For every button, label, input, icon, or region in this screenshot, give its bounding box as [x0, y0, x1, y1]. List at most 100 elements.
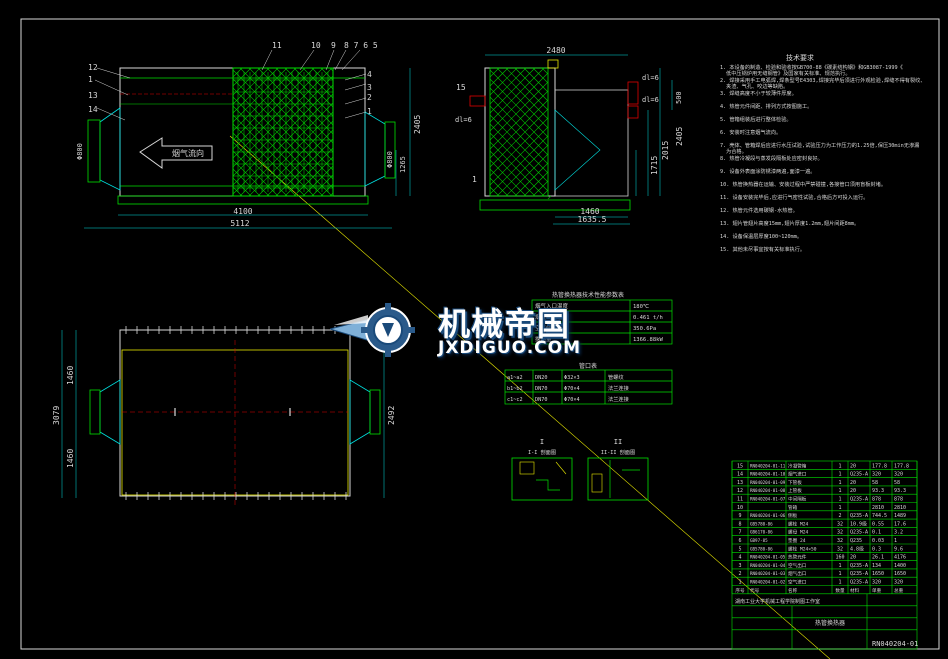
- drawing-text: 5112: [230, 219, 249, 228]
- drawing-line: [302, 165, 334, 197]
- bom-cell: 1: [838, 580, 841, 586]
- bom-cell: 2810: [894, 505, 906, 511]
- drawing-text: 1715: [650, 156, 659, 175]
- bom-cell: 1: [894, 538, 897, 544]
- drawing-text: Φ800: [76, 143, 84, 160]
- tech-req-line: 13. 翅片管翅片高度15mm,翅片厚度1.2mm,翅片间距8mm。: [720, 219, 859, 227]
- drawing-line: [232, 105, 324, 197]
- bom-cell: 9.6: [894, 546, 903, 552]
- param-table-label: 空气侧阻力: [535, 324, 563, 332]
- drawing-text: 2: [367, 93, 372, 102]
- bom-cell: 螺栓 M24: [788, 520, 808, 527]
- drawing-line: [489, 123, 549, 183]
- tech-req-line: 11. 设备安装完毕后,应进行气密性试验,合格后方可投入运行。: [720, 193, 868, 201]
- drawing-line: [514, 67, 549, 102]
- bom-cell: Q235-A: [850, 563, 868, 569]
- drawing-text: 3079: [52, 406, 61, 425]
- drawing-line: [489, 99, 549, 159]
- drawing-line: [489, 186, 500, 197]
- drawing-line: [489, 69, 549, 129]
- bom-cell: RN040204-01-03: [750, 571, 786, 576]
- bom-cell: Q235-A: [850, 580, 868, 586]
- drawing-line: [541, 67, 549, 75]
- bom-cell: 878: [894, 497, 903, 503]
- drawing-line: [489, 81, 549, 141]
- bom-cell: 32: [837, 546, 843, 552]
- drawing-line: [505, 153, 549, 197]
- bom-cell: RN040204-01-05: [750, 555, 786, 560]
- bom-cell: 17.6: [894, 521, 906, 527]
- bom-cell: 中间隔板: [788, 496, 807, 503]
- drawing-line: [232, 67, 324, 159]
- bom-cell: Q235: [850, 538, 862, 544]
- drawing-text: Φ800: [386, 151, 394, 168]
- drawing-text: 2405: [675, 127, 684, 146]
- drawing-line: [489, 132, 549, 192]
- drawing-line: [489, 67, 518, 96]
- drawing-text: 12: [88, 63, 98, 72]
- bom-cell: 1: [838, 472, 841, 478]
- bom-cell: GB6170-86: [750, 530, 773, 535]
- tech-req-line: 12. 热管元件选用碳钢-水热管。: [720, 206, 798, 214]
- drawing-line: [532, 180, 549, 197]
- drawing-line: [275, 138, 334, 197]
- bom-cell: 0.1: [872, 530, 881, 536]
- nozzle-table-cell: 法兰连接: [608, 395, 629, 403]
- flow-arrow-icon: [139, 137, 213, 169]
- drawing-line: [489, 117, 549, 177]
- bom-cell: 320: [872, 580, 881, 586]
- drawing-line: [489, 159, 527, 197]
- plan-view: [61, 326, 385, 505]
- drawing-text: dl=6: [455, 116, 472, 124]
- drawing-line: [239, 67, 334, 162]
- bom-cell: 320: [894, 472, 903, 478]
- drawing-line: [232, 177, 252, 197]
- bom-cell: Q235-A: [850, 530, 868, 536]
- watermark-title: 机械帝国: [438, 305, 571, 343]
- drawing-line: [257, 120, 334, 197]
- drawing-line: [489, 87, 549, 147]
- bom-cell: RN040204-01-10: [750, 472, 786, 477]
- bom-cell: 7: [738, 530, 741, 536]
- bom-cell: 空气进口: [788, 579, 807, 586]
- tech-req-line: 7. 壳体、管箱焊后应进行水压试验,试验压力为工作压力的1.25倍,保压30mi…: [720, 141, 919, 149]
- nozzle-table-cell: b1~b2: [507, 386, 523, 392]
- drawing-line: [232, 67, 261, 96]
- tech-req-line: 5. 管箱组装后进行整体检验。: [720, 115, 792, 123]
- bom-cell: 93.3: [894, 488, 906, 494]
- bom-cell: 螺栓 M24×50: [788, 545, 817, 552]
- bom-cell: 2810: [872, 505, 884, 511]
- drawing-border: [20, 18, 940, 650]
- drawing-line: [489, 150, 536, 197]
- drawing-text: 1460: [66, 366, 75, 385]
- drawing-line: [232, 159, 270, 197]
- drawing-line: [232, 132, 297, 197]
- drawing-line: [232, 123, 306, 197]
- drawing-line: [489, 141, 545, 197]
- drawing-line: [489, 126, 549, 186]
- drawing-text: 1: [472, 175, 477, 184]
- bom-cell: 20: [850, 480, 856, 486]
- drawing-line: [248, 111, 334, 197]
- bom-cell: 1: [838, 505, 841, 511]
- tech-req-line: 15. 其他未尽事宜按有关标准执行。: [720, 245, 805, 253]
- drawing-text: 9: [331, 41, 336, 50]
- bom-cell: 5: [738, 546, 741, 552]
- school-name: 湖南工业大学机械工程学院制图工作室: [735, 598, 820, 605]
- tech-req-line: 14. 设备保温层厚度100~120mm。: [720, 232, 802, 240]
- bom-cell: 2: [838, 513, 841, 519]
- tech-req-line: 8. 热管冷凝段与蒸发段隔板处应密封良好。: [720, 154, 823, 162]
- bom-cell: RN040204-01-09: [750, 480, 786, 485]
- drawing-line: [232, 67, 288, 123]
- drawing-line: [489, 105, 549, 165]
- bom-cell: 177.8: [894, 463, 909, 469]
- drawing-text: dl=6: [642, 96, 659, 104]
- drawing-line: [232, 67, 270, 105]
- drawing-text: 4: [367, 70, 372, 79]
- drawing-line: [232, 141, 288, 197]
- drawing-line: [232, 67, 315, 150]
- tech-req-line: 1. 本设备的制造、检验和验收按GB700-88《碳素结构钢》和GB3087-1…: [720, 63, 903, 71]
- bom-cell: 26.1: [872, 555, 884, 561]
- drawing-line: [489, 177, 509, 197]
